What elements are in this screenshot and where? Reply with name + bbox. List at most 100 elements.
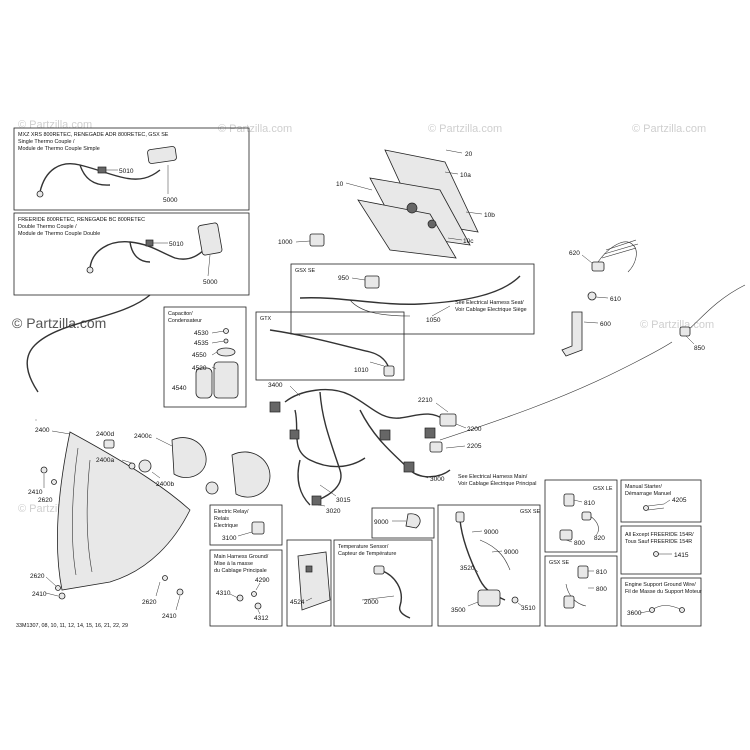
panel-title: Capacitor/ [168, 311, 193, 317]
part-number: 9000 [504, 549, 519, 556]
tether-cord: 620 610 600 850 [561, 239, 746, 357]
panel-title: GSX LE [593, 486, 613, 492]
part-number: 5000 [163, 197, 178, 204]
connector [311, 495, 322, 506]
nut [223, 328, 229, 334]
watermark-text-prominent: © Partzilla.com [12, 315, 106, 331]
connector [581, 511, 592, 521]
panel-gsx-le: GSX LE 810 820 800 [544, 479, 618, 553]
main-harness: 3400 2210 2200 2205 3000 3015 3020 See E… [268, 341, 673, 515]
panel-title: MXZ XRS 800RETEC, RENEGADE ADR 800RETEC,… [18, 132, 169, 138]
thermo-wire-branch [79, 164, 111, 186]
switch [577, 565, 589, 579]
panel-gsx-se-top: GSX SE 950 1050 See Electrical Harness S… [290, 263, 535, 335]
connector [364, 275, 380, 289]
reflector-cover [231, 451, 271, 498]
gauge-dial [406, 202, 418, 214]
panel-title: Mise à la masse [214, 561, 253, 567]
part-number: 10b [484, 212, 495, 219]
gauge-dial [427, 219, 437, 229]
bulb [205, 481, 219, 495]
part-number: 820 [594, 535, 605, 542]
switch [563, 493, 575, 507]
sensor-module [477, 589, 501, 607]
harness-trunk [284, 389, 446, 421]
part-number: 3520 [460, 565, 475, 572]
panel-single-thermo: MXZ XRS 800RETEC, RENEGADE ADR 800RETEC,… [13, 127, 250, 211]
thermo-wire [89, 241, 211, 269]
panel-manual-starter: Manual Starter/ Démarrage Manuel 4205 [620, 479, 702, 523]
harness-trunk [294, 409, 366, 468]
clip [405, 513, 421, 529]
panel-title: Electric Relay/ [214, 509, 249, 515]
part-number: 2210 [418, 397, 433, 404]
thermo-wire-branch [129, 241, 151, 263]
connector [679, 326, 691, 337]
screw [40, 466, 48, 474]
part-number: 10a [460, 172, 471, 179]
part-number: 4535 [194, 340, 209, 347]
tether-clip [591, 261, 605, 272]
note: Voir Cablage Electrique Siège [455, 307, 527, 313]
part-number: 2620 [142, 599, 157, 606]
panel-title: FREERIDE 800RETEC, RENEGADE BC 800RETEC [18, 217, 145, 223]
part-number: 2400 [35, 427, 50, 434]
heater [563, 595, 575, 609]
part-number: 2000 [364, 599, 379, 606]
part-number: 3000 [430, 476, 445, 483]
part-number: 1050 [426, 317, 441, 324]
switch [309, 233, 325, 247]
screw [58, 592, 66, 600]
part-number: 3510 [521, 605, 536, 612]
washer [223, 338, 229, 344]
panel-double-thermo: FREERIDE 800RETEC, RENEGADE BC 800RETEC … [13, 212, 250, 296]
panel-title: All Except FREERIDE 154R/ [625, 532, 694, 538]
bulb [138, 459, 152, 473]
part-number: 3015 [336, 497, 351, 504]
reflector-cover [171, 437, 207, 478]
watermark-text: © Partzilla.com [640, 319, 714, 331]
part-number: 800 [596, 586, 607, 593]
part-number: 950 [338, 275, 349, 282]
note: See Electrical Harness Seat/ [455, 300, 524, 306]
headlight-housing [57, 431, 191, 591]
panel-title: Module de Thermo Couple Double [18, 231, 100, 237]
part-number: 2200 [467, 426, 482, 433]
post [561, 311, 583, 357]
coil-lines [601, 239, 639, 259]
thermo-module [197, 222, 223, 256]
washer [251, 591, 257, 597]
bulb-base [128, 462, 136, 470]
screw [176, 588, 184, 596]
harness-branch [317, 391, 342, 501]
clamp [216, 347, 236, 357]
part-number: 620 [569, 250, 580, 257]
part-number: 4310 [216, 590, 231, 597]
panel-title: Main Harness Ground/ [214, 554, 269, 560]
sensor-tip [86, 266, 94, 274]
nut [254, 602, 262, 610]
part-number: 10 [336, 181, 344, 188]
part-number: 4524 [290, 599, 305, 606]
wire [589, 515, 599, 533]
harness-long-cable [439, 341, 673, 441]
relay [251, 521, 265, 535]
part-number: 9000 [484, 529, 499, 536]
connector [373, 565, 385, 575]
panel-title: du Cablage Principale [214, 568, 267, 574]
part-number: 2400d [96, 431, 114, 438]
connector [455, 511, 465, 523]
harness-branch [297, 459, 311, 506]
panel-electric-relay: Electric Relay/ Relais Électrique 3100 [209, 504, 283, 546]
terminal [679, 607, 685, 613]
part-number: 2410 [32, 591, 47, 598]
part-number: 800 [574, 540, 585, 547]
part-number: 2400a [96, 457, 114, 464]
part-number: 3500 [451, 607, 466, 614]
panel-clip: 9000 [371, 507, 435, 539]
panel-main-ground: Main Harness Ground/ Mise à la masse du … [209, 549, 283, 627]
connector [403, 461, 415, 473]
headlight-assembly: 2400 2400d 2400c 2400a 2400b 2410 2620 2… [28, 419, 271, 620]
panel-title: Condensateur [168, 318, 202, 324]
